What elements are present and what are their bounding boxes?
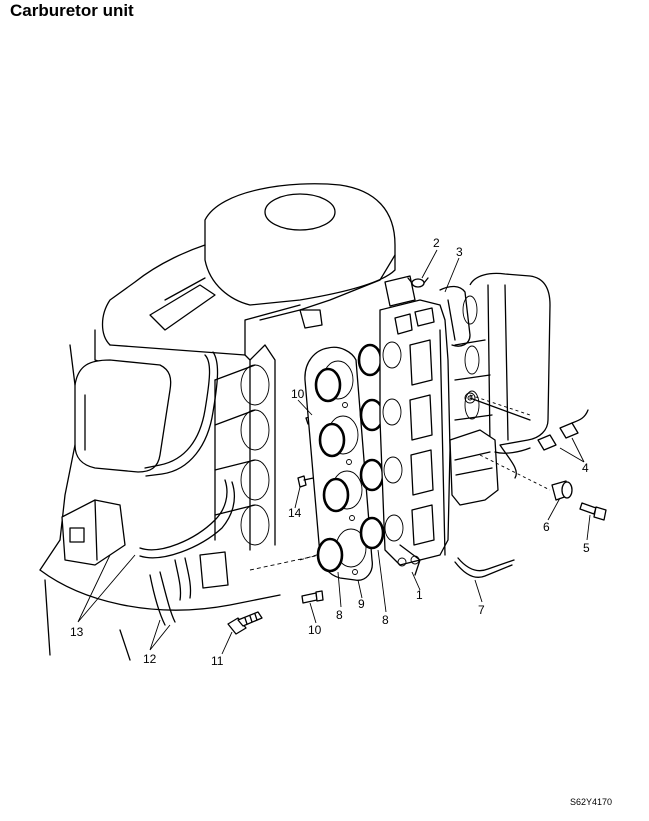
callout-7: 7: [478, 603, 485, 617]
hose-7: [454, 557, 515, 578]
callout-5: 5: [583, 541, 590, 555]
leader-lines: [77, 249, 591, 655]
o-rings-left: [314, 367, 350, 573]
callout-10-upper: 10: [291, 387, 305, 401]
callout-6: 6: [543, 520, 550, 534]
engine-block: [39, 183, 396, 661]
callout-3: 3: [456, 245, 463, 259]
callout-12: 12: [143, 652, 157, 666]
connector-4: [494, 409, 589, 454]
bolt-10-lower: [301, 590, 324, 604]
callout-9: 9: [358, 597, 365, 611]
callout-11: 11: [211, 654, 224, 668]
callout-8-right: 8: [382, 613, 389, 627]
page-title: Carburetor unit: [10, 1, 134, 20]
bolt-5: [579, 502, 607, 521]
callout-labels: 1 2 3 4 5 6 7 8 8 9 10 10 11 12 13 14: [70, 236, 590, 668]
bolt-11: [227, 611, 263, 635]
figure-reference-code: S62Y4170: [570, 797, 613, 807]
bolt-6: [551, 480, 573, 501]
intake-gasket-plate: [304, 346, 373, 581]
o-rings-right: [357, 343, 385, 550]
clamp-2: [407, 277, 429, 288]
callout-14: 14: [288, 506, 302, 520]
callout-1: 1: [416, 588, 423, 602]
callout-2: 2: [433, 236, 440, 250]
callout-10-lower: 10: [308, 623, 322, 637]
callout-8-left: 8: [336, 608, 343, 622]
carburetor-linkage: [449, 392, 551, 506]
carburetor-body: [379, 275, 451, 576]
intake-silencer: [439, 272, 551, 479]
callout-13: 13: [70, 625, 84, 639]
screw-14: [297, 475, 319, 488]
callout-4: 4: [582, 461, 589, 475]
